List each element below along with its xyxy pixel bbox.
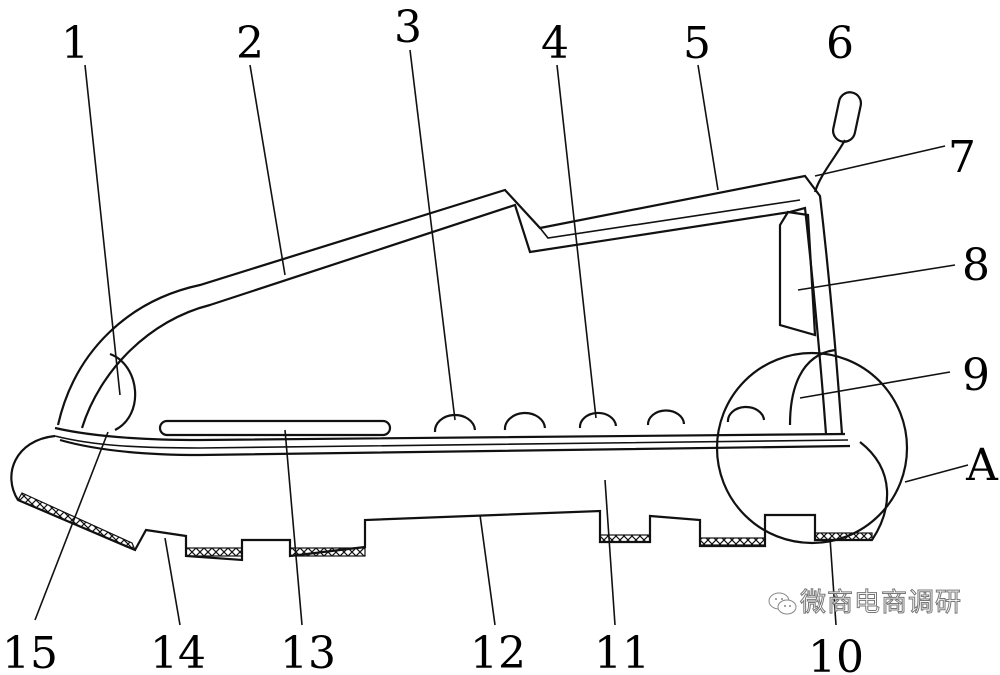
antenna-tip xyxy=(831,91,863,143)
antenna-wire xyxy=(813,139,846,193)
watermark-text: 微商电商调研 xyxy=(799,588,963,619)
leader-lines xyxy=(34,49,969,626)
label-a: A xyxy=(965,440,999,491)
heel-insert xyxy=(778,210,817,337)
label-6: 6 xyxy=(826,18,854,69)
wechat-icon xyxy=(768,592,797,615)
shoe-upper xyxy=(56,174,844,435)
label-1: 1 xyxy=(61,18,89,69)
label-9: 9 xyxy=(962,350,990,401)
label-15: 15 xyxy=(2,628,58,675)
toe-pad xyxy=(109,352,137,431)
label-14: 14 xyxy=(150,628,206,675)
massage-bumps xyxy=(433,405,766,433)
heel-pad xyxy=(788,348,836,426)
outsole xyxy=(10,434,889,562)
label-13: 13 xyxy=(280,628,336,675)
label-12: 12 xyxy=(470,628,526,675)
insole xyxy=(54,426,846,442)
detail-circle-a xyxy=(715,351,909,545)
label-10: 10 xyxy=(808,632,864,675)
insole-pad xyxy=(158,419,392,437)
label-3: 3 xyxy=(394,2,422,53)
label-7: 7 xyxy=(948,132,976,183)
label-2: 2 xyxy=(236,18,264,69)
label-11: 11 xyxy=(594,628,650,675)
label-4: 4 xyxy=(541,18,569,69)
label-8: 8 xyxy=(962,240,990,291)
label-5: 5 xyxy=(683,18,711,69)
